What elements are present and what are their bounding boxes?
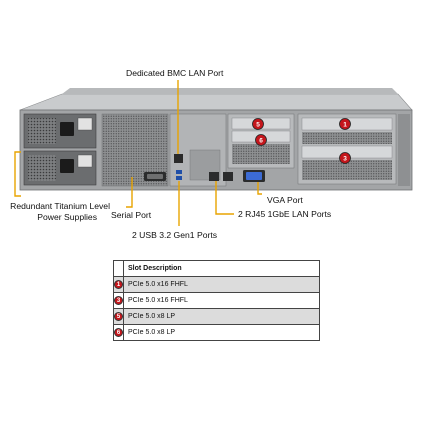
table-cell-description: PCIe 5.0 x8 LP [123, 308, 320, 325]
vga-port [243, 170, 265, 182]
svg-text:6: 6 [259, 137, 263, 144]
usb-port-2 [176, 176, 182, 180]
power-supply-bottom [23, 150, 97, 186]
table-cell-number: 1 [113, 276, 124, 293]
table-header-row: Slot Description [113, 260, 320, 277]
slot-description-table: Slot Description 1 PCIe 5.0 x16 FHFL 3 P… [113, 260, 320, 341]
table-cell-number: 6 [113, 324, 124, 341]
serial-port-label: Serial Port [111, 210, 152, 220]
svg-text:5: 5 [256, 121, 260, 128]
bmc-lan-port [174, 154, 183, 163]
table-cell-number: 3 [113, 292, 124, 309]
lan-port-2 [223, 172, 233, 181]
bmc-port-label: Dedicated BMC LAN Port [126, 68, 224, 78]
right-rail [398, 114, 410, 186]
table-cell-description: PCIe 5.0 x16 FHFL [123, 276, 320, 293]
usb-ports-label: 2 USB 3.2 Gen1 Ports [132, 230, 218, 240]
callout-line-serial [126, 177, 133, 208]
callout-line-lan [215, 181, 234, 215]
table-header-blank [113, 260, 124, 277]
power-supply-top [23, 113, 97, 149]
vga-port-label: VGA Port [267, 195, 303, 205]
slot-number-badge: 5 [114, 312, 123, 321]
slot-badge-3: 3 [339, 152, 351, 164]
table-header-slot-description: Slot Description [123, 260, 320, 277]
svg-text:3: 3 [343, 155, 347, 162]
callout-lines [14, 80, 262, 226]
usb-port-1 [176, 170, 182, 174]
table-cell-number: 5 [113, 308, 124, 325]
psu-label-line2: Power Supplies [37, 212, 97, 222]
table-cell-description: PCIe 5.0 x16 FHFL [123, 292, 320, 309]
slot-number-badge: 6 [114, 328, 123, 337]
slot-badge-1: 1 [339, 118, 351, 130]
table-row: 3 PCIe 5.0 x16 FHFL [113, 292, 320, 309]
psu-label-line1: Redundant Titanium Level [10, 201, 110, 211]
table-row: 1 PCIe 5.0 x16 FHFL [113, 276, 320, 293]
svg-text:1: 1 [343, 121, 347, 128]
slot-number-badge: 3 [114, 296, 123, 305]
full-height-slots [297, 113, 397, 185]
chassis-top [19, 88, 413, 111]
server-rear-view: 1 3 5 6 [14, 80, 413, 226]
serial-port [144, 172, 166, 181]
callout-line-psu [14, 151, 21, 197]
lan-ports-label: 2 RJ45 1GbE LAN Ports [238, 209, 332, 219]
slot-badge-6: 6 [255, 134, 267, 146]
callout-line-vga [257, 182, 262, 195]
slot-number-badge: 1 [114, 280, 123, 289]
table-row: 6 PCIe 5.0 x8 LP [113, 324, 320, 341]
table-row: 5 PCIe 5.0 x8 LP [113, 308, 320, 325]
table-cell-description: PCIe 5.0 x8 LP [123, 324, 320, 341]
slot-badge-5: 5 [252, 118, 264, 130]
lan-port-1 [209, 172, 219, 181]
